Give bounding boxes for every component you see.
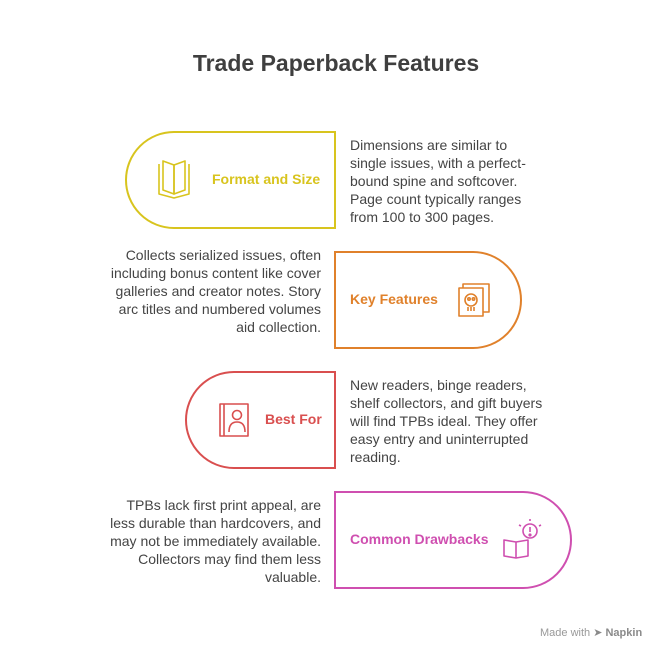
best-for-label: Best For — [265, 411, 322, 427]
common-drawbacks-pill — [334, 491, 572, 589]
format-size-label: Format and Size — [212, 171, 321, 187]
best-for-description: New readers, binge readers, shelf collec… — [350, 377, 543, 465]
key-features-label: Key Features — [350, 291, 438, 307]
key-features-description: Collects serialized issues, often includ… — [110, 247, 321, 335]
made-with-text: Made with — [540, 627, 591, 639]
napkin-brand: Napkin — [605, 627, 643, 639]
book-alert-icon — [503, 519, 542, 559]
common-drawbacks-description: TPBs lack first print appeal, are less d… — [110, 497, 321, 585]
diagram-title: Trade Paperback Features — [192, 50, 480, 76]
open-book-icon — [158, 160, 190, 199]
best-for-pill — [185, 371, 336, 469]
format-size-description: Dimensions are similar to single issues,… — [350, 137, 526, 225]
reader-book-icon — [219, 403, 249, 437]
format-size-pill — [125, 131, 336, 229]
napkin-logo-icon: ➤ — [593, 627, 603, 639]
key-features-pill — [334, 251, 522, 349]
common-drawbacks-label: Common Drawbacks — [350, 531, 489, 547]
made-with-footer: Made with ➤ Napkin — [540, 626, 642, 639]
comic-pages-icon — [458, 283, 490, 317]
